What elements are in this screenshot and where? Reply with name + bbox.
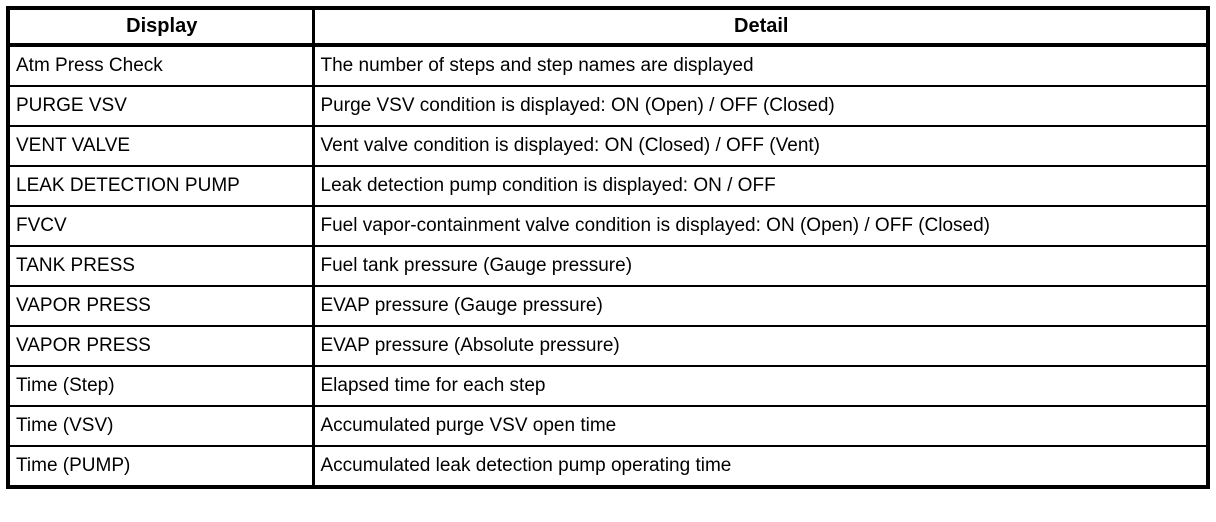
table-row: Time (VSV) Accumulated purge VSV open ti… (7, 405, 1209, 447)
column-header-detail: Detail (312, 7, 1209, 47)
display-cell: FVCV (7, 205, 315, 247)
display-cell: Time (PUMP) (7, 445, 315, 488)
display-cell: Time (Step) (7, 365, 315, 407)
display-cell: Atm Press Check (7, 44, 315, 87)
display-cell: VAPOR PRESS (7, 285, 315, 327)
display-cell: TANK PRESS (7, 245, 315, 287)
detail-cell: Fuel tank pressure (Gauge pressure) (312, 245, 1209, 287)
detail-cell: The number of steps and step names are d… (312, 44, 1209, 87)
display-cell: VENT VALVE (7, 125, 315, 167)
detail-cell: Leak detection pump condition is display… (312, 165, 1209, 207)
table-row: Time (Step) Elapsed time for each step (7, 365, 1209, 407)
table-row: VAPOR PRESS EVAP pressure (Absolute pres… (7, 325, 1209, 367)
table-row: LEAK DETECTION PUMP Leak detection pump … (7, 165, 1209, 207)
detail-cell: Accumulated purge VSV open time (312, 405, 1209, 447)
table-row: VAPOR PRESS EVAP pressure (Gauge pressur… (7, 285, 1209, 327)
table-row: PURGE VSV Purge VSV condition is display… (7, 85, 1209, 127)
detail-cell: EVAP pressure (Gauge pressure) (312, 285, 1209, 327)
table-row: TANK PRESS Fuel tank pressure (Gauge pre… (7, 245, 1209, 287)
detail-cell: Vent valve condition is displayed: ON (C… (312, 125, 1209, 167)
header-row: Display Detail (7, 7, 1209, 47)
display-detail-table: Display Detail Atm Press Check The numbe… (6, 6, 1210, 489)
display-cell: Time (VSV) (7, 405, 315, 447)
display-cell: LEAK DETECTION PUMP (7, 165, 315, 207)
column-header-display: Display (7, 7, 315, 47)
table-header: Display Detail (7, 7, 1209, 47)
table-row: Time (PUMP) Accumulated leak detection p… (7, 445, 1209, 488)
table-row: Atm Press Check The number of steps and … (7, 44, 1209, 87)
table-row: VENT VALVE Vent valve condition is displ… (7, 125, 1209, 167)
display-cell: VAPOR PRESS (7, 325, 315, 367)
table-body: Atm Press Check The number of steps and … (7, 44, 1209, 488)
detail-cell: Purge VSV condition is displayed: ON (Op… (312, 85, 1209, 127)
detail-cell: Elapsed time for each step (312, 365, 1209, 407)
detail-cell: Fuel vapor-containment valve condition i… (312, 205, 1209, 247)
display-cell: PURGE VSV (7, 85, 315, 127)
table-row: FVCV Fuel vapor-containment valve condit… (7, 205, 1209, 247)
detail-cell: EVAP pressure (Absolute pressure) (312, 325, 1209, 367)
detail-cell: Accumulated leak detection pump operatin… (312, 445, 1209, 488)
